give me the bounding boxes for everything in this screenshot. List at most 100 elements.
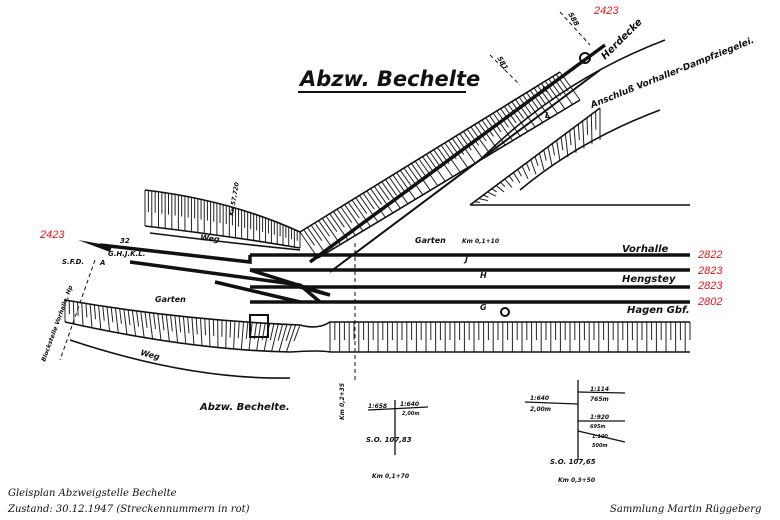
hatch-line <box>98 305 102 330</box>
hatch-line <box>407 165 420 183</box>
hatch-line <box>543 149 547 161</box>
track-herdecke <box>308 43 607 264</box>
hatch-line <box>285 324 297 353</box>
hatch-line <box>526 92 539 110</box>
hatch-line <box>586 117 589 135</box>
km-left: Km 0,1+70 <box>372 473 409 480</box>
gradient-2-length: 2,00m <box>402 411 420 417</box>
caption-credit: Sammlung Martin Rüggeberg <box>610 504 762 515</box>
hatch-line <box>245 322 249 339</box>
dest-hengstey: Hengstey <box>622 274 676 285</box>
hatch-line <box>293 324 301 342</box>
hatch-line <box>466 128 480 146</box>
hatch-line <box>148 312 154 339</box>
hatch-line <box>541 83 554 101</box>
hatch-line <box>347 201 360 219</box>
label-weg-2: Weg <box>140 348 161 362</box>
hatch-line <box>127 309 131 326</box>
gradient-5-length: 695m <box>590 424 606 430</box>
weg-lower-edge <box>69 339 291 379</box>
weg-upper-edge <box>149 232 301 251</box>
embankment-outlines <box>64 39 690 379</box>
hatch-line <box>590 114 593 145</box>
signal-h: H <box>480 271 487 280</box>
hatch-line <box>271 323 279 352</box>
hatch-line <box>495 185 505 193</box>
hatch-line <box>170 315 173 332</box>
hatch-line <box>492 112 514 141</box>
signal-k: K <box>542 85 549 94</box>
hatch-line <box>533 87 547 105</box>
gradient-3-length: 2,00m <box>530 406 551 413</box>
hatch-line <box>504 178 513 188</box>
line-number-vorhalle: 2822 <box>697 249 722 261</box>
sfd-label: S.F.D. <box>62 258 84 266</box>
gradient-2: 1:640 <box>400 401 419 408</box>
hatch-line <box>463 131 484 159</box>
hatch-line <box>187 316 190 334</box>
hatch-line <box>534 156 539 166</box>
track-left-1 <box>99 243 252 264</box>
hatch-line <box>119 308 122 324</box>
gradient-4: 1:114 <box>590 386 609 393</box>
hatch-line <box>491 188 497 193</box>
embankment-right-edge <box>469 107 601 206</box>
hatch-line <box>157 313 162 341</box>
km-marker-left <box>59 259 96 361</box>
km-right: Km 0,3+50 <box>558 477 595 484</box>
gradient-6: 1:100 <box>592 434 608 440</box>
hatch-line <box>396 172 416 200</box>
signal-j: J <box>463 255 468 264</box>
dest-vorhalle: Vorhalle <box>622 244 669 255</box>
label-garten-2: Garten <box>415 236 446 245</box>
hatch-line <box>136 310 140 327</box>
hatch-line <box>237 321 240 339</box>
hatch-line <box>351 199 371 227</box>
gradient-5: 1:920 <box>590 414 609 421</box>
embankment-lower-bottom <box>64 321 690 353</box>
km-mid: Km 0,2+35 <box>339 383 346 420</box>
signal-l: L <box>545 111 550 120</box>
hatch-line <box>403 167 424 196</box>
siding-curve-1 <box>519 109 661 191</box>
gradient-profiles <box>367 380 626 460</box>
line-number-hagen: 2802 <box>697 296 722 308</box>
hatch-line <box>459 133 472 151</box>
lower-station-label: Abzw. Bechelte. <box>199 402 290 413</box>
line-number-hengstey-2: 2823 <box>697 280 723 292</box>
hatch-line <box>515 99 536 128</box>
hatch-line <box>131 310 137 337</box>
hatch-line <box>240 321 245 350</box>
hatch-line <box>508 175 514 182</box>
hatch-line <box>325 215 338 233</box>
hatch-line <box>204 318 207 336</box>
hatch-line <box>229 320 232 338</box>
signal-icon <box>579 52 591 64</box>
caption-title: Gleisplan Abzweigstelle Bechelte <box>8 488 177 499</box>
hatch-line <box>422 156 435 174</box>
hatch-line <box>362 192 375 210</box>
hatch-line <box>110 307 114 323</box>
so-1: S.O. 107,83 <box>366 436 412 444</box>
hatch-line <box>411 163 431 191</box>
caption-state: Zustand: 30.12.1947 (Streckennummern in … <box>8 504 250 515</box>
hatch-line <box>85 303 88 318</box>
hatch-line <box>582 120 585 149</box>
hatch-line <box>355 197 368 214</box>
hatch-line <box>381 181 401 209</box>
gradient-3: 1:640 <box>530 395 549 402</box>
hatch-line <box>285 324 292 342</box>
tracks <box>99 43 690 304</box>
hatch-line <box>373 185 394 214</box>
hatch-line <box>366 190 386 218</box>
km-588: 588 <box>566 11 580 28</box>
dest-hagen: Hagen Gbf. <box>627 305 690 316</box>
hatch-line <box>573 127 577 153</box>
hatch-line <box>140 311 145 338</box>
hatch-line <box>548 78 562 96</box>
hatch-line <box>487 191 497 197</box>
hatch-line <box>418 158 439 187</box>
hatch-line <box>388 176 409 205</box>
hatch-line <box>512 172 521 184</box>
km-32: 32 <box>120 237 130 245</box>
